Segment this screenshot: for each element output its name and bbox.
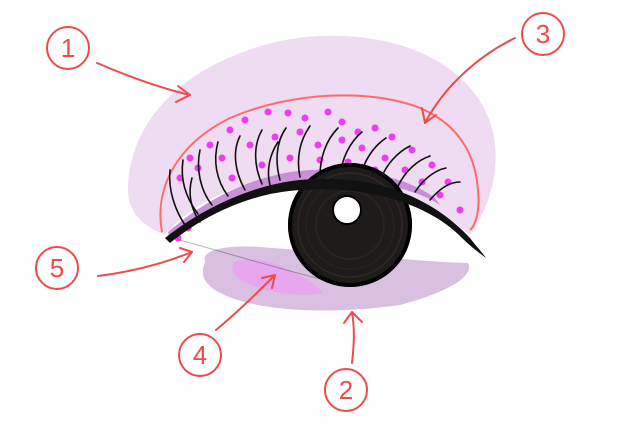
label-5: 5 (35, 246, 79, 290)
label-4: 4 (178, 333, 222, 377)
annotation-arrows (96, 37, 516, 364)
lower-lid-highlight (232, 259, 322, 295)
lower-eyelid-line (179, 239, 351, 287)
svg-text:5: 5 (50, 253, 64, 283)
iris-highlight (333, 196, 361, 224)
svg-text:4: 4 (193, 340, 207, 370)
arrow-4 (215, 274, 276, 331)
crease-line (159, 94, 480, 233)
arrow-1 (96, 62, 191, 96)
arrow-2 (351, 311, 355, 364)
upper-eyeliner (165, 178, 486, 258)
svg-text:2: 2 (339, 375, 353, 405)
label-3: 3 (521, 12, 565, 56)
label-2: 2 (324, 368, 368, 412)
svg-text:3: 3 (536, 19, 550, 49)
svg-text:1: 1 (61, 33, 75, 63)
label-1: 1 (46, 26, 90, 70)
arrow-3 (424, 37, 516, 124)
arrow-5 (97, 251, 193, 277)
